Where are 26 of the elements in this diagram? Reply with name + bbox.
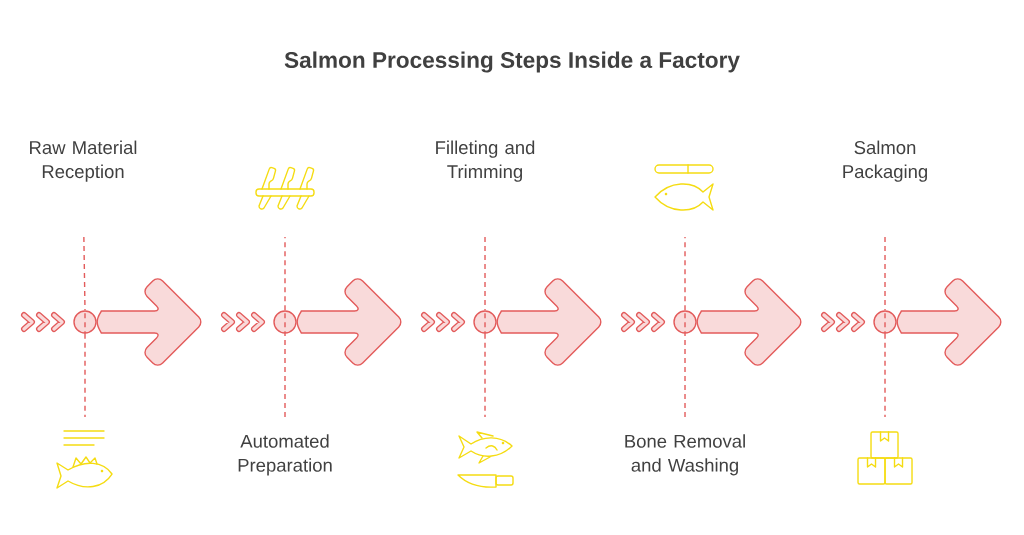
leader-line <box>284 333 286 418</box>
fish-icon <box>56 430 113 489</box>
leader-line <box>484 236 486 311</box>
step-circle <box>273 310 297 334</box>
step-circle <box>873 310 897 334</box>
leader-line <box>884 333 886 418</box>
leader-line <box>884 236 886 311</box>
step-label: Salmon Packaging <box>843 140 927 182</box>
knife-fish-icon <box>654 164 714 211</box>
step-label: Automated Preparation <box>238 434 332 476</box>
leader-line <box>84 333 86 418</box>
leader-line <box>484 333 486 418</box>
leader-line <box>284 236 286 311</box>
step-circle <box>73 310 97 334</box>
title: Salmon Processing Steps Inside a Factory <box>284 51 740 73</box>
leader-line <box>684 333 686 418</box>
step-label: Raw Material Reception <box>30 140 137 182</box>
step-label: Bone Removal and Washing <box>625 434 745 476</box>
leader-line <box>83 236 86 311</box>
knives-icon <box>255 166 315 210</box>
leader-line <box>684 236 686 311</box>
step-label: Filleting and Trimming <box>436 140 535 182</box>
step-circle <box>473 310 497 334</box>
step-circle <box>673 310 697 334</box>
boxes-icon <box>857 431 913 485</box>
fish-knife-icon <box>457 431 514 488</box>
